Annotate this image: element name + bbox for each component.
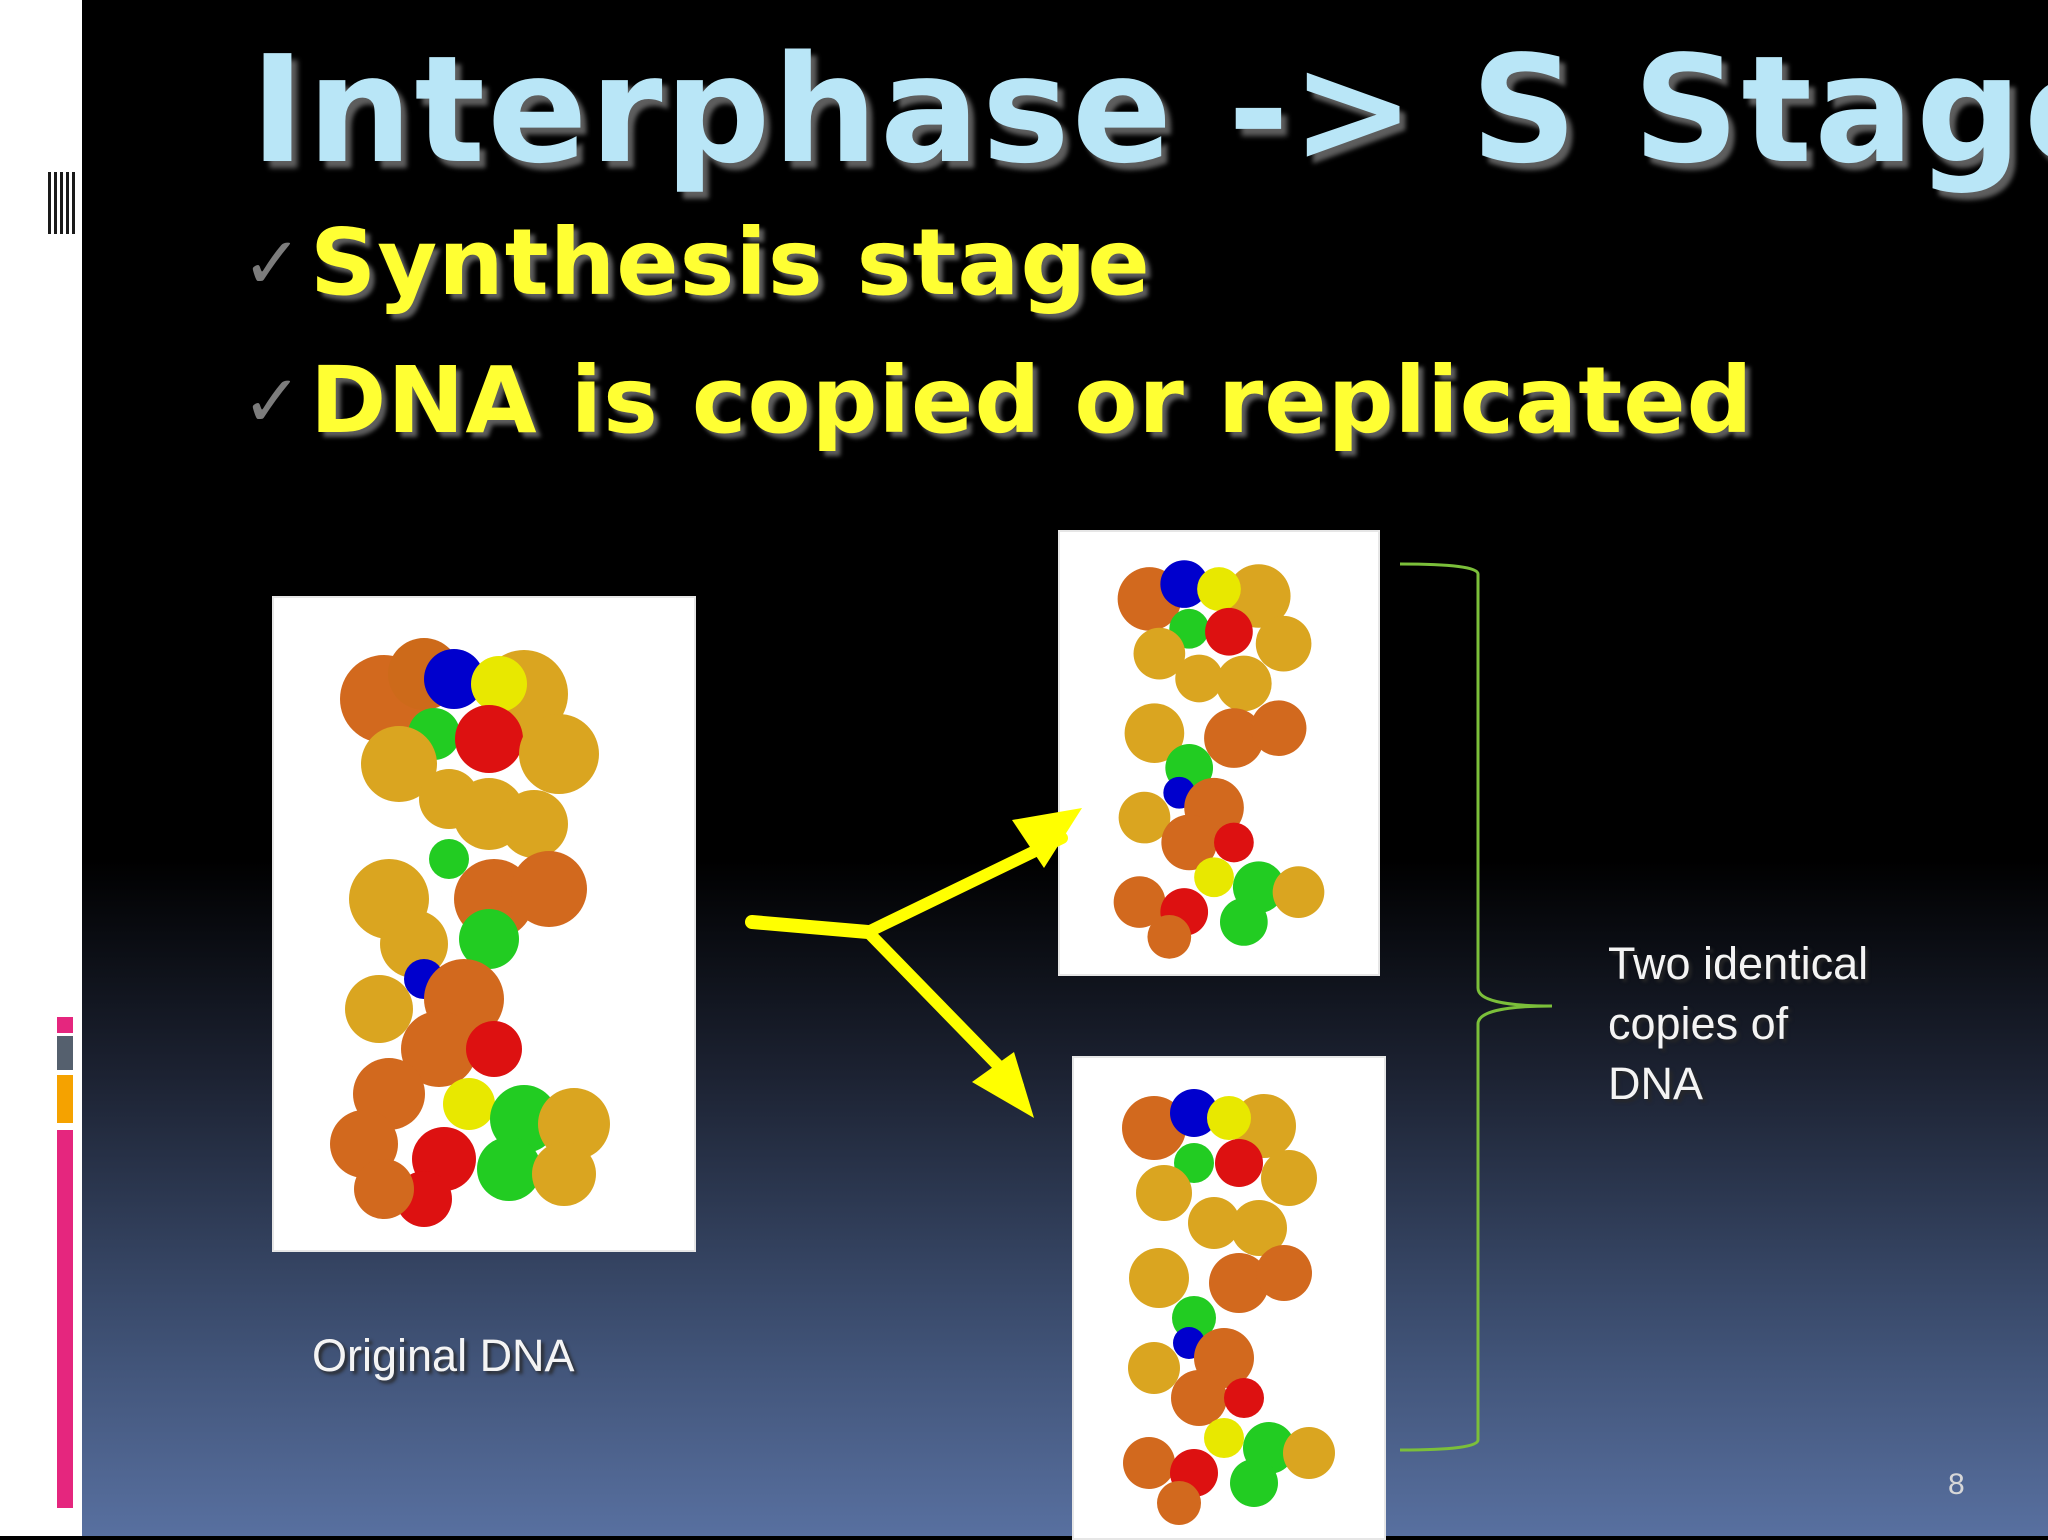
slide-title: Interphase -> S Stage bbox=[250, 24, 2048, 196]
accent-bar-pink bbox=[57, 1130, 73, 1508]
left-decoration-panel bbox=[0, 0, 82, 1536]
dna-copy-top-image bbox=[1058, 530, 1380, 976]
accent-bar-gray bbox=[57, 1036, 73, 1070]
original-dna-image bbox=[272, 596, 696, 1252]
dna-model-image bbox=[330, 638, 610, 1227]
bullet-synthesis: ✓Synthesis stage bbox=[242, 208, 1151, 318]
dna-model-image bbox=[1113, 560, 1325, 959]
copies-label-line: Two identical bbox=[1608, 938, 1869, 989]
check-icon: ✓ bbox=[242, 221, 304, 305]
accent-bar-orange bbox=[57, 1075, 73, 1123]
original-dna-label: Original DNA bbox=[312, 1330, 575, 1381]
slide-number: 8 bbox=[1948, 1468, 1965, 1501]
bullet-text: DNA is copied or replicated bbox=[310, 347, 1754, 454]
copies-label: Two identical copies of DNA bbox=[1608, 934, 1868, 1114]
accent-bar-pink-top bbox=[57, 1017, 73, 1033]
fork-arrow-icon bbox=[745, 808, 1082, 1118]
dna-model-image bbox=[1122, 1089, 1335, 1525]
bullet-dna-copied: ✓DNA is copied or replicated bbox=[242, 346, 1753, 456]
copies-label-line: copies of bbox=[1608, 998, 1789, 1049]
stripe-decoration bbox=[48, 172, 78, 234]
dna-copy-bottom-image bbox=[1072, 1056, 1386, 1540]
slide: Interphase -> S Stage ✓Synthesis stage ✓… bbox=[82, 0, 2048, 1540]
curly-brace-icon bbox=[1399, 562, 1553, 1452]
copies-label-line: DNA bbox=[1608, 1058, 1704, 1109]
check-icon: ✓ bbox=[242, 359, 304, 443]
bullet-text: Synthesis stage bbox=[310, 209, 1151, 316]
